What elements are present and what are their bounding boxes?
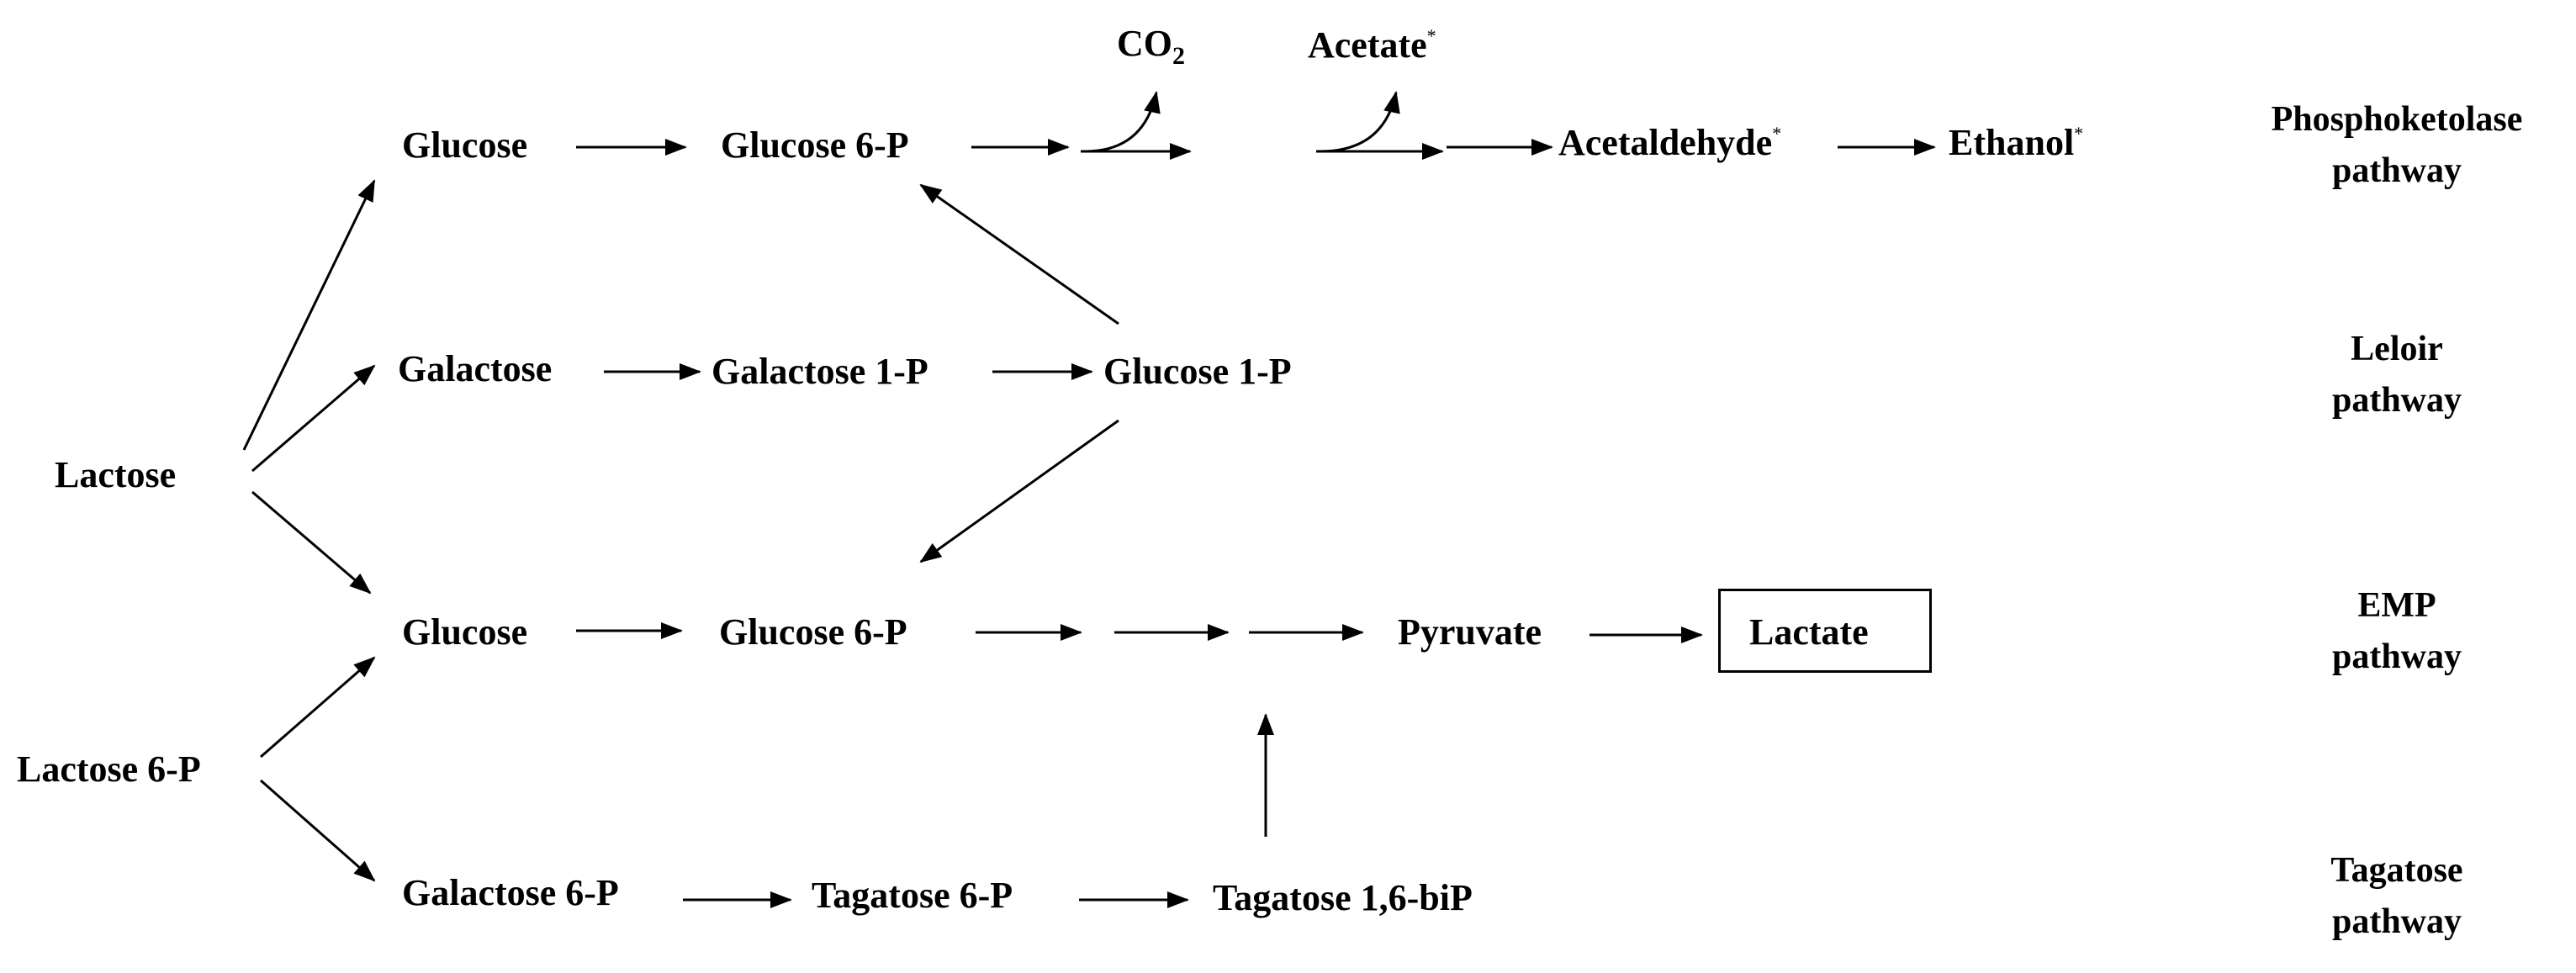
arrow-lactose-to-glucose-top — [242, 179, 376, 451]
node-galactose-1p: Galactose 1-P — [711, 351, 928, 392]
arrow-lactose-to-glucose-emp — [251, 490, 372, 595]
pathway-label-phosphoketolase: Phosphoketolase pathway — [2271, 100, 2523, 190]
arrow-lactose-to-galactose — [251, 364, 376, 473]
node-lactose-6p: Lactose 6-P — [17, 748, 201, 790]
arrow-glucose1p-to-glucose6p-top — [919, 183, 1119, 325]
arrow-lactose6p-to-glucose-emp — [260, 656, 376, 759]
node-glucose6p-emp: Glucose 6-P — [719, 611, 907, 653]
arrow-glucose1p-to-glucose6p-emp — [919, 419, 1119, 563]
pathway-label-emp: EMP pathway — [2331, 586, 2462, 676]
lactate-box — [1718, 589, 1932, 673]
node-tagatose-6p: Tagatose 6-P — [812, 875, 1013, 916]
node-galactose: Galactose — [398, 348, 553, 389]
node-glucose-emp: Glucose — [402, 611, 528, 653]
node-glucose-1p: Glucose 1-P — [1103, 351, 1292, 392]
node-lactate: Lactate — [1749, 611, 1869, 653]
node-ethanol: Ethanol* — [1949, 122, 2084, 163]
node-acetaldehyde: Acetaldehyde* — [1558, 122, 1782, 163]
pathway-label-tagatose: Tagatose pathway — [2330, 851, 2463, 941]
node-glucose6p-top: Glucose 6-P — [721, 124, 909, 166]
pathway-label-leloir: Leloir pathway — [2331, 330, 2462, 420]
arrow-co2-release — [1084, 91, 1161, 153]
node-lactose: Lactose — [55, 454, 177, 495]
node-galactose-6p: Galactose 6-P — [402, 872, 619, 913]
node-co2: CO2 — [1117, 23, 1185, 70]
node-acetate: Acetate* — [1308, 24, 1436, 66]
arrow-acetate-release — [1320, 91, 1400, 153]
node-tagatose-16bip: Tagatose 1,6-biP — [1213, 877, 1473, 918]
node-pyruvate: Pyruvate — [1398, 611, 1542, 653]
node-glucose-top: Glucose — [402, 124, 528, 166]
arrow-lactose6p-to-galactose6p — [260, 779, 376, 882]
